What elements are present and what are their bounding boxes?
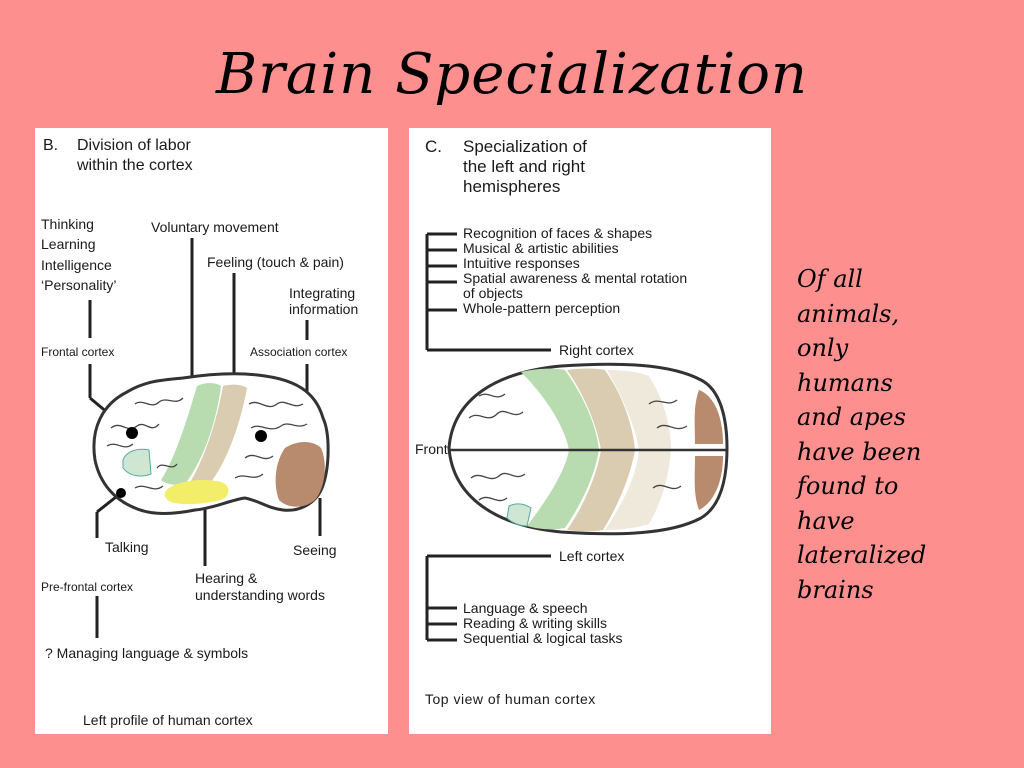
side-line: have (797, 506, 855, 535)
right-item-whole-pattern: Whole-pattern perception (463, 300, 620, 316)
panel-b-caption: Left profile of human cortex (83, 712, 253, 728)
right-item-faces: Recognition of faces & shapes (463, 225, 652, 241)
right-item-intuitive: Intuitive responses (463, 255, 580, 271)
side-line: animals, (797, 299, 900, 328)
panel-c-letter: C. (425, 137, 442, 156)
left-bracket (425, 554, 551, 642)
side-note: Of all animals, only humans and apes hav… (797, 262, 1007, 607)
panel-b-heading-2: within the cortex (76, 157, 193, 174)
panel-c-heading-2: the left and right (463, 157, 585, 176)
right-item-objects: of objects (463, 285, 523, 301)
left-item-sequential: Sequential & logical tasks (463, 630, 623, 646)
brain-side-view (92, 372, 330, 515)
sensory-cortex-region (189, 384, 247, 484)
label-managing-language: ? Managing language & symbols (45, 645, 248, 661)
right-bracket (425, 232, 551, 352)
label-association-cortex: Association cortex (250, 345, 347, 359)
label-talking: Talking (105, 539, 149, 555)
panel-c-heading-1: Specialization of (463, 137, 587, 156)
top-view-diagram: C. Specialization of the left and right … (415, 137, 729, 707)
visual-cortex-region (275, 442, 325, 507)
left-profile-diagram: B. Division of labor within the cortex T… (41, 137, 358, 728)
label-understanding-words: understanding words (195, 587, 325, 603)
side-line: only (797, 334, 849, 362)
motor-cortex-region (161, 383, 221, 485)
label-personality: ‘Personality’ (41, 277, 116, 293)
auditory-cortex-region (164, 480, 229, 505)
side-line: lateralized (797, 541, 927, 569)
side-line: brains (797, 575, 874, 604)
label-learning: Learning (41, 236, 96, 252)
panel-b-letter: B. (43, 137, 58, 154)
label-frontal-cortex: Frontal cortex (41, 345, 114, 359)
panel-division-of-labor: B. Division of labor within the cortex T… (35, 128, 388, 734)
top-motor-region (521, 368, 599, 530)
label-integrating: Integrating (289, 285, 355, 301)
label-information: information (289, 301, 358, 317)
label-seeing: Seeing (293, 542, 337, 558)
panel-c-caption: Top view of human cortex (425, 691, 596, 707)
label-hearing: Hearing & (195, 570, 258, 586)
panel-b-heading-1: Division of labor (77, 137, 192, 154)
label-prefrontal-cortex: Pre-frontal cortex (41, 580, 133, 594)
right-item-musical: Musical & artistic abilities (463, 240, 619, 256)
side-line: have been (797, 437, 922, 466)
side-line: and apes (797, 403, 906, 431)
panel-hemisphere-specialization: C. Specialization of the left and right … (409, 128, 771, 734)
panel-c-heading-3: hemispheres (463, 177, 560, 196)
label-right-cortex: Right cortex (559, 342, 634, 358)
label-voluntary-movement: Voluntary movement (151, 219, 279, 235)
brain-top-view (447, 362, 729, 536)
label-front: Front (415, 441, 448, 457)
slide-title: Brain Specialization (215, 42, 808, 107)
side-line: Of all (797, 265, 863, 293)
side-line: found to (797, 472, 899, 500)
label-thinking: Thinking (41, 216, 94, 232)
right-item-spatial: Spatial awareness & mental rotation (463, 270, 687, 286)
left-item-reading: Reading & writing skills (463, 615, 607, 631)
left-item-language: Language & speech (463, 600, 588, 616)
side-line: humans (797, 368, 893, 397)
label-intelligence: Intelligence (41, 257, 112, 273)
label-feeling: Feeling (touch & pain) (207, 254, 344, 270)
label-left-cortex: Left cortex (559, 548, 624, 564)
